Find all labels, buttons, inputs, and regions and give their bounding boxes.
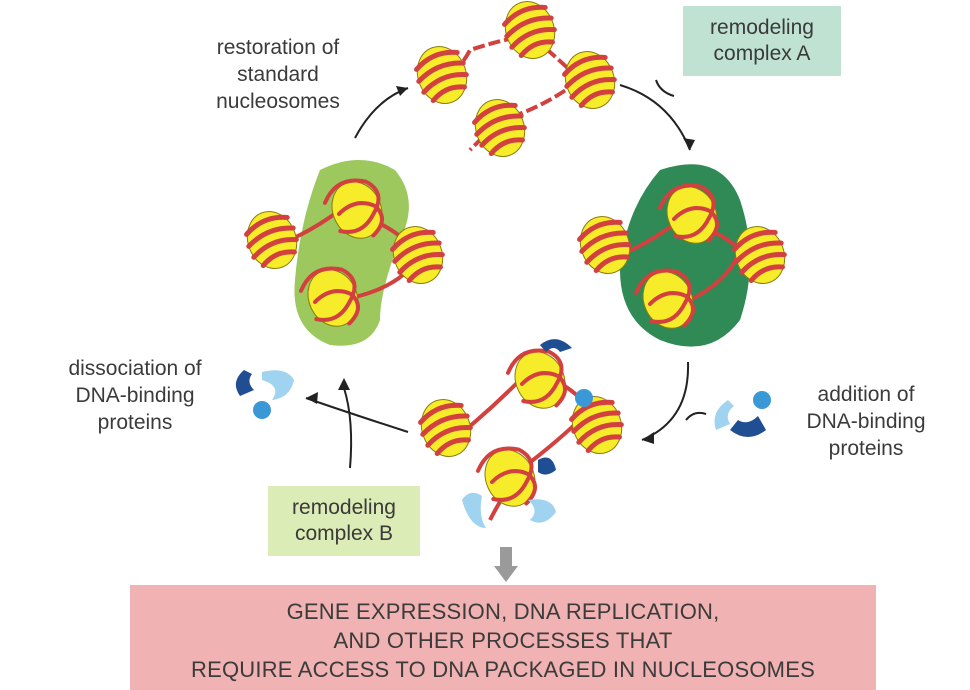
dna-binding-protein (540, 339, 572, 352)
complex-b-joins-arrow (343, 387, 353, 469)
label-line: complex B (294, 522, 394, 545)
nucleosome (501, 339, 579, 421)
result-line: GENE EXPRESSION, DNA REPLICATION, (286, 599, 720, 624)
label-line: remodeling (710, 16, 814, 39)
arrowheads (306, 86, 695, 444)
proteins-join-arrow (685, 411, 707, 421)
label-line: DNA-binding (75, 384, 195, 407)
label-line: remodeling (292, 496, 396, 519)
arrow-to-complex-a (619, 84, 691, 151)
result-line: AND OTHER PROCESSES THAT (333, 628, 673, 653)
nucleosome (410, 40, 475, 111)
arrowhead (306, 392, 318, 404)
remodeled-nucleosome-cluster (414, 339, 630, 528)
dna-binding-protein (538, 457, 556, 475)
label-line: complex A (713, 42, 811, 65)
label-line: standard (237, 63, 319, 86)
result-box: GENE EXPRESSION, DNA REPLICATION, AND OT… (130, 585, 876, 690)
dna-binding-protein (462, 492, 486, 528)
label-line: restoration of (216, 36, 340, 59)
arrow-dissociation (305, 397, 409, 433)
arrowhead (396, 86, 408, 96)
label-line: addition of (817, 383, 915, 406)
nucleosome (565, 390, 630, 461)
dna-binding-protein (528, 499, 556, 523)
arrowhead (642, 432, 654, 444)
label-line: proteins (828, 437, 904, 460)
label-line: proteins (97, 411, 173, 434)
dna-binding-protein (575, 389, 593, 407)
result-line: REQUIRE ACCESS TO DNA PACKAGED IN NUCLEO… (191, 657, 815, 682)
complex-a-joins-arrow (655, 79, 675, 97)
remodeling-complex-a-label: remodeling complex A (683, 6, 841, 76)
label-line: nucleosomes (216, 90, 340, 113)
arrowhead (338, 378, 350, 390)
nucleosome (240, 205, 305, 276)
nucleosome (468, 93, 533, 164)
arrow-addition (641, 361, 690, 441)
down-arrow (494, 547, 518, 582)
complex-b-cluster (240, 160, 451, 346)
dissociated-proteins (235, 370, 294, 419)
standard-nucleosome-cluster (410, 0, 623, 163)
addition-label: addition of DNA-binding proteins (780, 381, 952, 462)
remodeling-complex-b-label: remodeling complex B (268, 486, 420, 556)
dissociation-label: dissociation of DNA-binding proteins (40, 355, 230, 436)
label-line: dissociation of (68, 357, 202, 380)
restoration-label: restoration of standard nucleosomes (188, 34, 368, 115)
nucleosome (558, 45, 623, 116)
arrowhead (683, 138, 695, 150)
label-line: DNA-binding (806, 410, 926, 433)
complex-a-cluster (573, 164, 793, 347)
added-proteins (714, 391, 771, 437)
nucleosome (414, 393, 479, 464)
